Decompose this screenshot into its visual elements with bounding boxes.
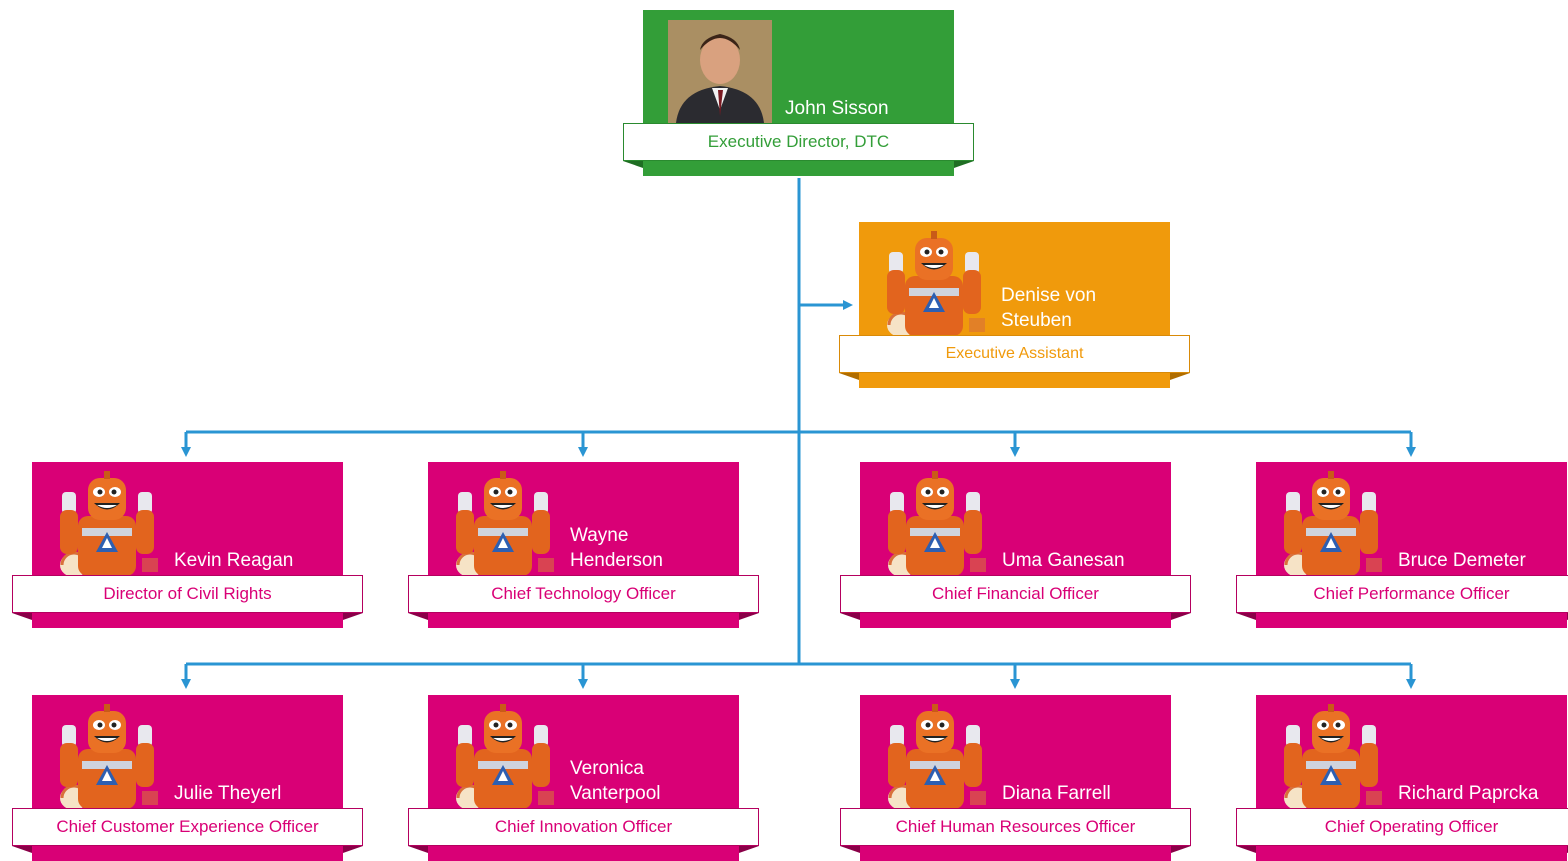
ribbon-fold <box>343 846 363 853</box>
ribbon-fold <box>840 846 860 853</box>
report-title: Chief Financial Officer <box>840 575 1191 613</box>
ribbon-fold <box>739 613 759 620</box>
assistant-card[interactable]: Denise von Steuben Executive Assistant <box>839 222 1190 388</box>
executive-card[interactable]: John Sisson Executive Director, DTC <box>623 10 974 176</box>
robot-mascot-icon <box>54 470 160 575</box>
report-card[interactable]: Richard Paprcka Chief Operating Officer <box>1236 695 1568 861</box>
report-title: Chief Technology Officer <box>408 575 759 613</box>
ribbon-fold <box>1171 613 1191 620</box>
robot-mascot-icon <box>54 703 160 808</box>
report-card[interactable]: Kevin Reagan Director of Civil Rights <box>12 462 363 628</box>
assistant-name: Denise von Steuben <box>1001 285 1097 331</box>
report-title: Chief Customer Experience Officer <box>12 808 363 846</box>
executive-photo <box>668 20 772 123</box>
executive-title: Executive Director, DTC <box>623 123 974 161</box>
ribbon-fold <box>408 613 428 620</box>
ribbon-fold <box>343 613 363 620</box>
ribbon-fold <box>954 161 974 168</box>
robot-mascot-icon <box>450 703 556 808</box>
robot-mascot-icon <box>882 470 988 575</box>
executive-name: John Sisson <box>785 98 889 119</box>
report-name: Wayne Henderson <box>570 525 663 571</box>
ribbon-fold <box>408 846 428 853</box>
ribbon-fold <box>623 161 643 168</box>
ribbon-fold <box>1170 373 1190 380</box>
ribbon-fold <box>840 613 860 620</box>
assistant-title: Executive Assistant <box>839 335 1190 373</box>
robot-mascot-icon <box>882 703 988 808</box>
report-name: Kevin Reagan <box>174 550 294 571</box>
report-title: Chief Operating Officer <box>1236 808 1568 846</box>
robot-mascot-icon <box>450 470 556 575</box>
ribbon-fold <box>1236 846 1256 853</box>
report-card[interactable]: Uma Ganesan Chief Financial Officer <box>840 462 1191 628</box>
report-card[interactable]: Diana Farrell Chief Human Resources Offi… <box>840 695 1191 861</box>
robot-mascot-icon <box>1278 470 1384 575</box>
report-title: Director of Civil Rights <box>12 575 363 613</box>
report-title: Chief Human Resources Officer <box>840 808 1191 846</box>
robot-mascot-icon <box>881 230 987 335</box>
report-name: Diana Farrell <box>1002 783 1111 804</box>
ribbon-fold <box>12 613 32 620</box>
robot-mascot-icon <box>1278 703 1384 808</box>
report-name: Bruce Demeter <box>1398 550 1526 571</box>
report-name: Julie Theyerl <box>174 783 282 804</box>
report-title: Chief Innovation Officer <box>408 808 759 846</box>
report-name: Veronica Vanterpool <box>570 758 661 804</box>
report-card[interactable]: Bruce Demeter Chief Performance Officer <box>1236 462 1568 628</box>
ribbon-fold <box>739 846 759 853</box>
report-card[interactable]: Julie Theyerl Chief Customer Experience … <box>12 695 363 861</box>
report-card[interactable]: Veronica Vanterpool Chief Innovation Off… <box>408 695 759 861</box>
ribbon-fold <box>1236 613 1256 620</box>
report-name: Uma Ganesan <box>1002 550 1125 571</box>
ribbon-fold <box>12 846 32 853</box>
ribbon-fold <box>1171 846 1191 853</box>
connector-lines <box>181 178 1416 689</box>
ribbon-fold <box>839 373 859 380</box>
report-card[interactable]: Wayne Henderson Chief Technology Officer <box>408 462 759 628</box>
report-title: Chief Performance Officer <box>1236 575 1568 613</box>
report-name: Richard Paprcka <box>1398 783 1539 804</box>
